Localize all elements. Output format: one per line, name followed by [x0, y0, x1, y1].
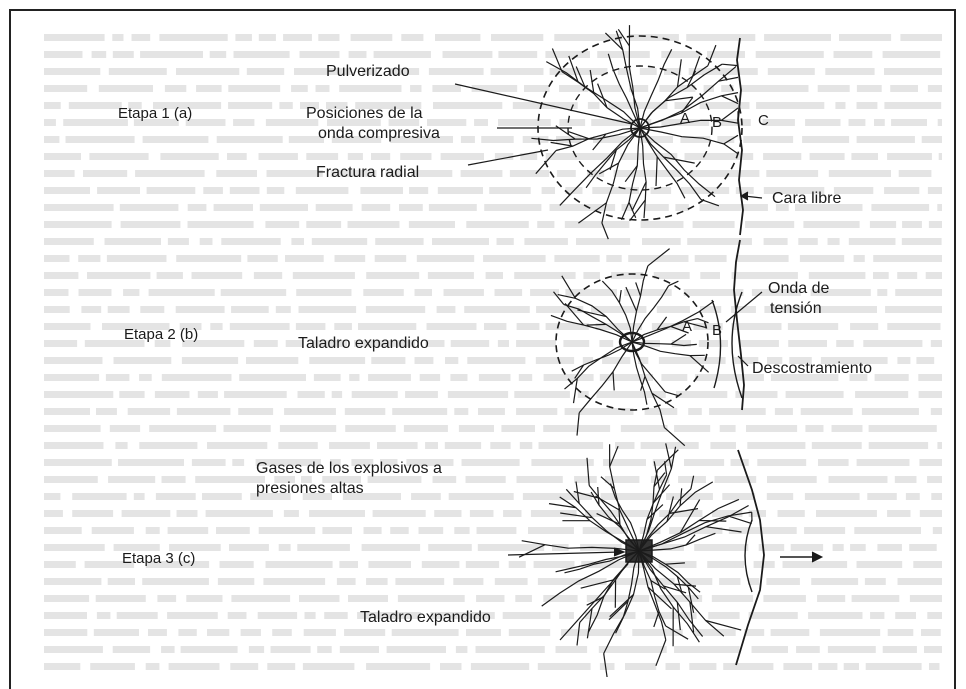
crack-branch	[698, 319, 709, 323]
stage1-diagram	[531, 25, 742, 239]
radial-crack	[640, 49, 672, 128]
posiciones-label-line1: Posiciones de la	[306, 104, 423, 124]
radial-crack	[640, 128, 738, 154]
radial-crack	[542, 551, 639, 606]
radial-crack	[632, 266, 648, 342]
crack-branch	[554, 292, 564, 305]
crack-branch	[699, 521, 726, 522]
crack-branch	[569, 132, 589, 139]
crack-branch	[581, 580, 614, 588]
crack-branch	[636, 282, 641, 296]
crack-branch	[666, 563, 685, 564]
onda-tension-label-line2: tensión	[770, 299, 822, 319]
stage2-label: Etapa 2 (b)	[124, 325, 198, 345]
crack-branch	[678, 59, 682, 87]
crack-branch	[577, 623, 580, 646]
free-face-line	[734, 38, 764, 665]
radial-crack	[562, 72, 640, 128]
crack-branch	[587, 324, 607, 325]
leader-lines	[455, 84, 762, 640]
stage1-radial-cracks	[531, 25, 738, 239]
crack-branch	[610, 446, 618, 467]
pulverizado-label: Pulverizado	[326, 62, 410, 82]
crack-branch	[574, 378, 578, 403]
onda-leader	[726, 292, 762, 322]
crack-branch	[691, 476, 694, 489]
stage3-radial-cracks	[519, 443, 752, 677]
crack-branch	[626, 287, 637, 311]
crack-branch	[560, 513, 592, 518]
crack-branch	[536, 151, 556, 174]
taladro-expandido-label-3: Taladro expandido	[360, 608, 491, 628]
stage3-diagram	[519, 443, 822, 677]
crack-branch	[562, 276, 576, 299]
stage3-label: Etapa 3 (c)	[122, 549, 195, 569]
crack-branch	[587, 458, 589, 486]
crack-branch	[656, 157, 657, 186]
fractura-leader	[468, 150, 548, 165]
radial-crack	[639, 551, 724, 636]
crack-branch	[632, 182, 646, 211]
fractura-radial-label: Fractura radial	[316, 163, 419, 183]
cara-libre-label: Cara libre	[772, 189, 841, 209]
radial-crack	[531, 128, 640, 141]
crack-branch	[665, 392, 678, 396]
stage1-label: Etapa 1 (a)	[118, 104, 192, 124]
crack-branch	[604, 654, 609, 678]
gases-label-line2: presiones altas	[256, 479, 364, 499]
crack-branch	[680, 500, 700, 533]
stage2-letter-b: B	[712, 322, 722, 339]
crack-branch	[666, 626, 688, 639]
taladro-expandido-label-2: Taladro expandido	[298, 334, 429, 354]
radial-crack	[565, 342, 633, 389]
radial-crack	[640, 128, 701, 199]
stage1-letter-b: B	[712, 114, 722, 131]
radial-crack	[579, 342, 632, 413]
crack-branch	[724, 135, 738, 144]
stage2-letter-a: A	[682, 318, 692, 335]
crack-branch	[706, 527, 742, 532]
crack-branch	[701, 199, 719, 205]
crack-branch	[680, 488, 682, 506]
crack-branch	[722, 64, 738, 65]
radial-crack	[610, 444, 639, 551]
onda-tension-label-line1: Onda de	[768, 279, 829, 299]
crack-branch	[610, 595, 634, 617]
stage3-arrow-head	[812, 552, 822, 562]
stage3-fragment-arc	[745, 520, 752, 592]
crack-branch	[619, 290, 621, 303]
radial-crack	[608, 54, 640, 128]
gases-leader	[508, 552, 620, 555]
crack-branch	[664, 428, 684, 446]
gases-label-line1: Gases de los explosivos a	[256, 459, 442, 479]
radial-crack	[640, 128, 646, 218]
crack-branch	[648, 249, 670, 266]
descostramiento-label: Descostramiento	[752, 359, 872, 379]
crack-branch	[577, 413, 579, 436]
stage2-tension-wave	[712, 300, 721, 388]
crack-branch	[721, 108, 738, 120]
crack-branch	[602, 223, 608, 239]
crack-branch	[656, 640, 666, 666]
crack-branch	[728, 516, 752, 524]
posiciones-label-line2: onda compresiva	[318, 124, 440, 144]
stage2-diagram	[551, 249, 742, 446]
crack-branch	[666, 443, 672, 468]
crack-branch	[613, 372, 614, 391]
stage1-letter-a: A	[680, 110, 690, 127]
radial-crack	[632, 301, 714, 342]
stage2-radial-cracks	[551, 249, 714, 446]
crack-branch	[671, 334, 686, 344]
descostramiento-leader	[738, 356, 748, 366]
stage1-letter-c: C	[758, 112, 769, 129]
crack-branch	[519, 545, 545, 558]
